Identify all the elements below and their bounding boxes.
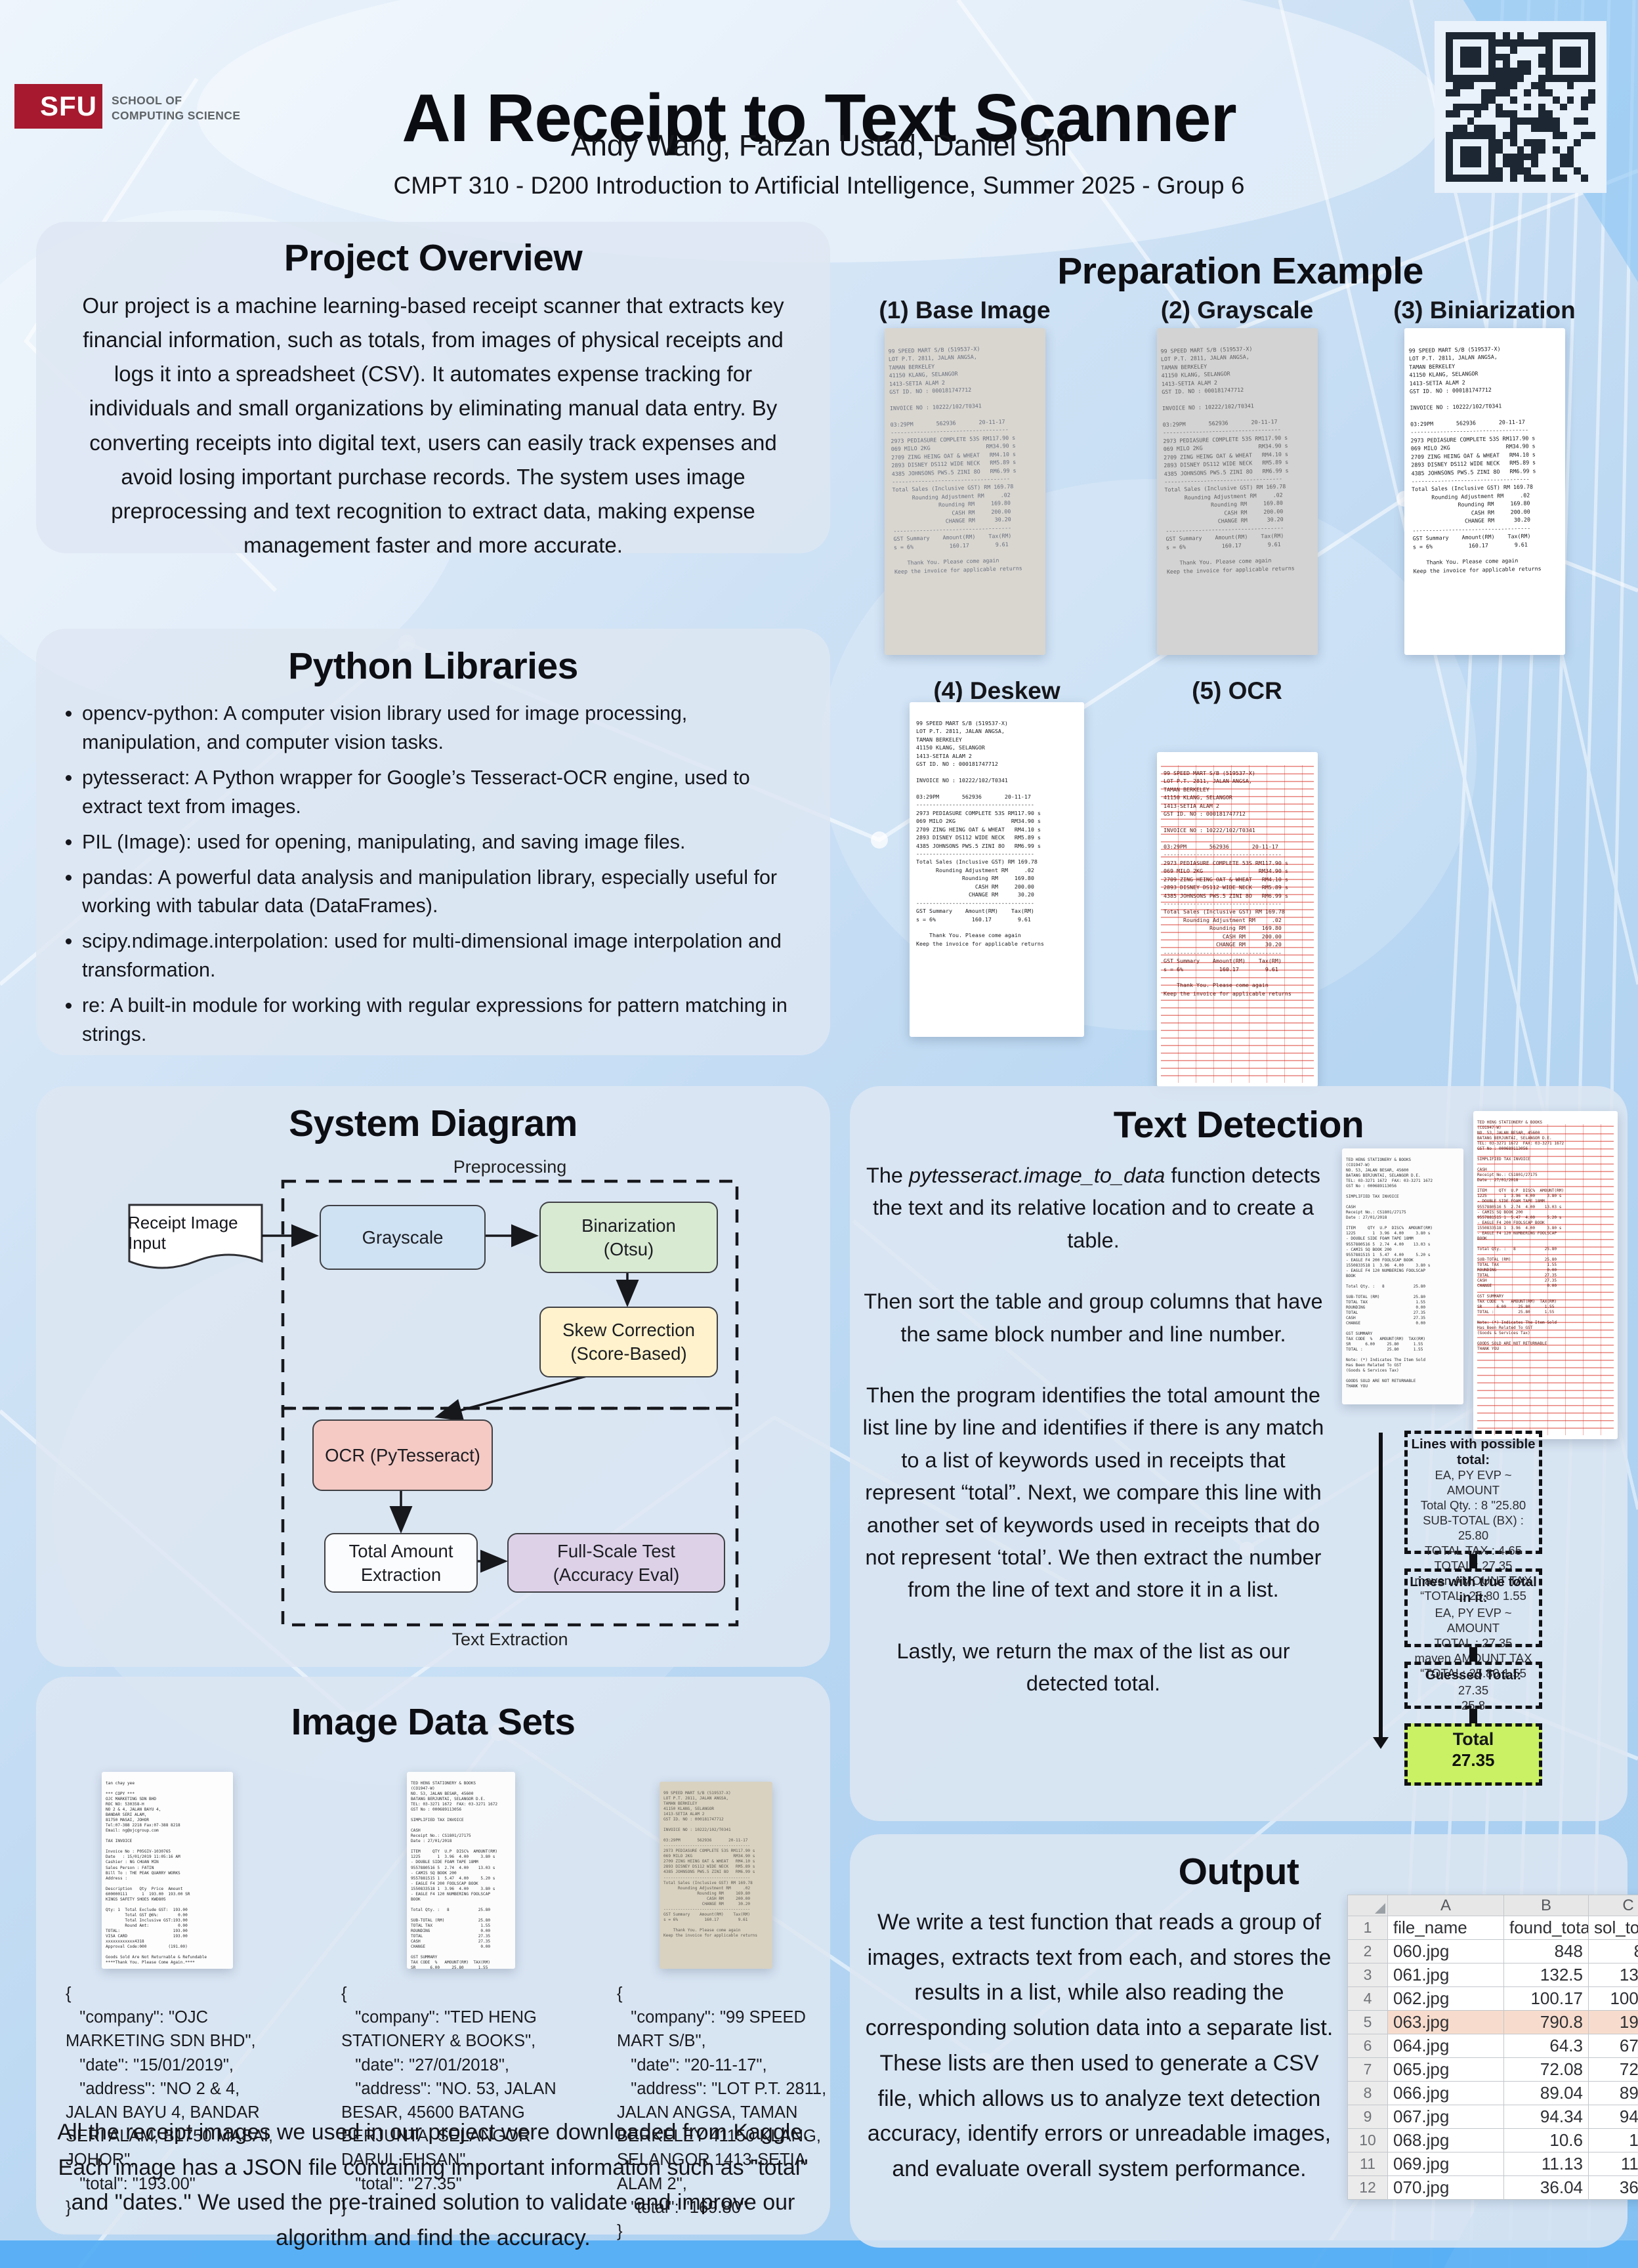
step-label-grayscale: (2) Grayscale xyxy=(1160,297,1314,324)
text-detection-heading: Text Detection xyxy=(1113,1104,1364,1146)
flow-box-possible-totals: Lines with possible total: EA, PY EVP ~ … xyxy=(1404,1431,1542,1603)
flow-down-arrow-icon xyxy=(1373,1433,1389,1749)
node-binarization: Binarization (Otsu) xyxy=(539,1202,718,1273)
library-item: opencv-python: A computer vision library… xyxy=(82,700,810,757)
system-diagram-heading: System Diagram xyxy=(289,1102,578,1144)
output-spreadsheet: A B C 1 file_name found_tota sol_total 2… xyxy=(1347,1895,1638,2200)
td-receipt-clean: TED HENG STATIONERY & BOOKS (CO1947-W) N… xyxy=(1342,1148,1463,1404)
td-paragraph-2: Then sort the table and group columns th… xyxy=(864,1290,1323,1346)
step-label-deskew: (4) Deskew xyxy=(933,677,1060,704)
poster-authors: Andy Wang, Farzan Ustad, Daniel Shi xyxy=(570,129,1068,162)
project-overview-heading: Project Overview xyxy=(284,237,583,279)
step-label-base: (1) Base Image xyxy=(879,297,1051,324)
td-paragraph-4: Lastly, we return the max of the list as… xyxy=(896,1639,1290,1696)
dataset-json-3: { "company": "99 SPEED MART S/B", "date"… xyxy=(617,1984,827,2241)
sfu-logo-icon: SFU xyxy=(14,84,102,129)
td-paragraph-3: Then the program identifies the total am… xyxy=(862,1383,1324,1602)
section-text-detection: Text Detection The pytesseract.image_to_… xyxy=(850,1086,1628,1821)
dataset-json-2: { "company": "TED HENG STATIONERY & BOOK… xyxy=(341,1984,556,2217)
section-system-diagram: System Diagram Preprocessing Text Extrac… xyxy=(36,1086,830,1667)
python-libraries-heading: Python Libraries xyxy=(288,645,578,687)
project-overview-body: Our project is a machine learning-based … xyxy=(82,293,784,557)
library-item: pytesseract: A Python wrapper for Google… xyxy=(82,764,810,822)
preprocessing-label: Preprocessing xyxy=(453,1157,567,1177)
td-receipt-annotated: TED HENG STATIONERY & BOOKS (CO1947-W) N… xyxy=(1473,1111,1618,1439)
library-item: pandas: A powerful data analysis and man… xyxy=(82,864,810,921)
poster-title: AI Receipt to Text Scanner xyxy=(402,80,1236,156)
flow-connector xyxy=(1469,1554,1477,1568)
text-extraction-label: Text Extraction xyxy=(452,1629,568,1649)
output-body: We write a test function that reads a gr… xyxy=(865,1910,1334,2182)
step-label-ocr: (5) OCR xyxy=(1192,677,1282,704)
node-total-extraction: Total Amount Extraction xyxy=(324,1533,478,1593)
document-shape-icon xyxy=(128,1204,263,1269)
step-label-binarization: (3) Biniarization xyxy=(1393,297,1576,324)
select-all-corner xyxy=(1347,1895,1388,1916)
preparation-example-heading: Preparation Example xyxy=(1057,250,1423,292)
section-python-libraries: Python Libraries opencv-python: A comput… xyxy=(36,629,830,1055)
flow-box-guessed-total: Guessed Total: 27.35 25.8 xyxy=(1404,1662,1542,1712)
library-item: PIL (Image): used for opening, manipulat… xyxy=(82,828,810,857)
spreadsheet-field-header-row: 1 file_name found_tota sol_total xyxy=(1347,1916,1638,1940)
library-item: re: A built-in module for working with r… xyxy=(82,992,810,1049)
spreadsheet-column-headers: A B C xyxy=(1347,1895,1638,1916)
dataset-receipt-image-2: TED HENG STATIONERY & BOOKS (CO1947-W) N… xyxy=(407,1772,515,1969)
section-project-overview: Project Overview Our project is a machin… xyxy=(36,222,830,557)
prep-receipt-ocr: 99 SPEED MART S/B (519537-X) LOT P.T. 28… xyxy=(1157,752,1318,1087)
output-heading: Output xyxy=(1178,1851,1299,1893)
poster-course: CMPT 310 - D200 Introduction to Artifici… xyxy=(393,172,1245,199)
node-full-scale-test: Full-Scale Test (Accuracy Eval) xyxy=(507,1533,725,1593)
text-detection-body: The pytesseract.image_to_data function d… xyxy=(862,1160,1325,1729)
section-output: Output We write a test function that rea… xyxy=(850,1834,1638,2248)
image-data-sets-heading: Image Data Sets xyxy=(291,1701,576,1743)
prep-receipt-grayscale: 99 SPEED MART S/B (519537-X) LOT P.T. 28… xyxy=(1157,328,1318,655)
dataset-json-1: { "company": "OJC MARKETING SDN BHD", "d… xyxy=(66,1984,274,2217)
section-preparation-example: Preparation Example (1) Base Image (2) G… xyxy=(853,243,1628,1087)
image-data-sets-body: All the receipt images we used in our pr… xyxy=(57,2120,809,2251)
sfu-logo: SFU SCHOOL OF COMPUTING SCIENCE xyxy=(14,84,240,129)
flow-connector xyxy=(1469,1709,1477,1723)
prep-receipt-binarization: 99 SPEED MART S/B (519537-X) LOT P.T. 28… xyxy=(1404,328,1565,655)
dataset-receipt-image-1: tan chay yee *** COPY *** OJC MARKETING … xyxy=(102,1772,233,1969)
qr-code-icon xyxy=(1435,21,1606,193)
python-libraries-list: opencv-python: A computer vision library… xyxy=(36,700,830,1049)
system-diagram: Preprocessing Text Extraction Receipt Im xyxy=(128,1157,778,1654)
sfu-school-label: SCHOOL OF COMPUTING SCIENCE xyxy=(112,94,241,122)
flow-connector xyxy=(1469,1647,1477,1662)
node-grayscale: Grayscale xyxy=(320,1205,486,1270)
node-skew-correction: Skew Correction (Score-Based) xyxy=(539,1307,718,1377)
section-image-data-sets: Image Data Sets tan chay yee *** COPY **… xyxy=(36,1677,830,2250)
library-item: scipy.ndimage.interpolation: used for mu… xyxy=(82,927,810,985)
node-receipt-image-input: Receipt Image Input xyxy=(128,1213,238,1253)
prep-receipt-base: 99 SPEED MART S/B (519537-X) LOT P.T. 28… xyxy=(885,328,1045,655)
flow-box-final-total: Total 27.35 xyxy=(1404,1723,1542,1786)
td-paragraph-1: The pytesseract.image_to_data function d… xyxy=(866,1164,1320,1252)
diagram-connectors xyxy=(128,1179,739,1627)
flow-box-true-total: Lines with true total in it: EA, PY EVP … xyxy=(1404,1568,1542,1680)
dataset-receipt-image-3: 99 SPEED MART S/B (519537-X) LOT P.T. 28… xyxy=(660,1782,772,1969)
code-function-name: pytesseract.image_to_data xyxy=(909,1164,1166,1187)
node-ocr: OCR (PyTesseract) xyxy=(312,1419,493,1491)
prep-receipt-deskew: 99 SPEED MART S/B (519537-X) LOT P.T. 28… xyxy=(910,702,1084,1037)
